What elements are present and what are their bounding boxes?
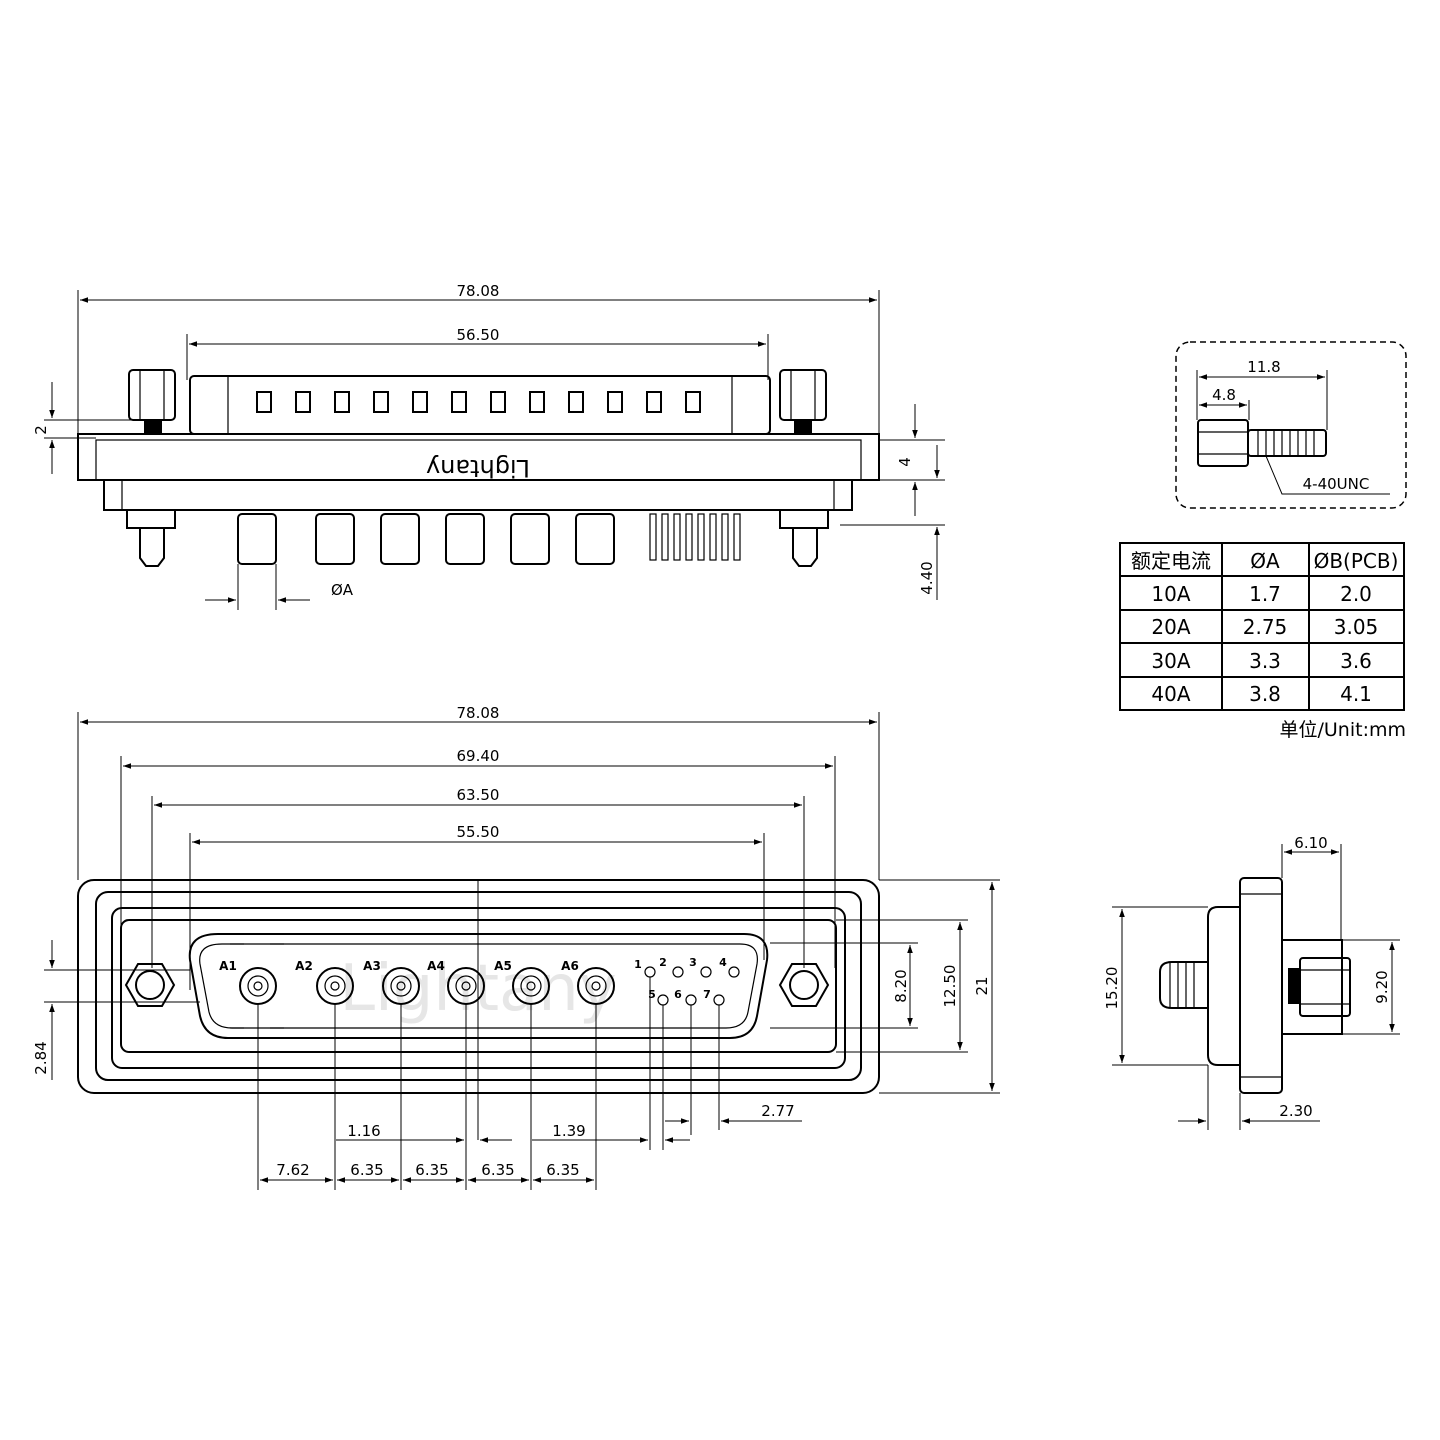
front-overall-width: 78.08 (457, 704, 500, 722)
dim-6-35-b: 6.35 (415, 1161, 448, 1179)
side-screw-height: 9.20 (1373, 970, 1391, 1003)
center-offset: 2.84 (32, 1041, 50, 1074)
pin-label-a4: A4 (427, 959, 445, 973)
spec-header-pcb-diameter: ØB(PCB) (1314, 549, 1399, 573)
pin-label-a5: A5 (494, 959, 512, 973)
front-d-shell-width: 55.50 (457, 823, 500, 841)
spec-cell: 1.7 (1249, 582, 1281, 606)
top-power-pins (237, 513, 615, 565)
side-flange (1239, 877, 1283, 1094)
dim-1-39: 1.39 (552, 1122, 585, 1140)
flange-offset: 2 (32, 425, 50, 435)
screw-thread-label: 4-40UNC (1303, 475, 1370, 493)
top-view: 78.08 56.50 (32, 282, 945, 610)
spec-cell: 20A (1151, 615, 1190, 639)
left-mount-hole (124, 963, 176, 1007)
spec-cell: 3.05 (1334, 615, 1379, 639)
front-overall-height: 21 (973, 976, 991, 995)
dim-7-62: 7.62 (276, 1161, 309, 1179)
screw-detail-frame (1175, 341, 1407, 509)
flange-thickness: 4 (896, 457, 914, 467)
top-shell-slots (256, 391, 701, 413)
pin-row-height: 8.20 (892, 969, 910, 1002)
pin-label-7: 7 (703, 988, 711, 1001)
power-pin-labels: A1 A2 A3 A4 A5 A6 (219, 959, 579, 973)
dim-6-35-a: 6.35 (350, 1161, 383, 1179)
spec-table: 额定电流 ØA ØB(PCB) 10A 1.7 2.0 20A 2.75 3.0… (1119, 542, 1407, 741)
pin-label-1: 1 (634, 958, 642, 971)
right-jackscrew-top (779, 369, 827, 434)
spec-cell: 10A (1151, 582, 1190, 606)
pin-label-3: 3 (689, 956, 697, 969)
front-shell-outer-width: 69.40 (457, 747, 500, 765)
spec-cell: 3.3 (1249, 649, 1281, 673)
pin-label-a3: A3 (363, 959, 381, 973)
side-height: 15.20 (1103, 967, 1121, 1010)
spec-cell: 2.75 (1243, 615, 1288, 639)
signal-pin-labels: 1 2 3 4 5 6 7 (634, 956, 727, 1001)
top-shell-width: 56.50 (457, 326, 500, 344)
pin-label-4: 4 (719, 956, 727, 969)
top-signal-pins (649, 513, 741, 561)
spec-cell: 3.6 (1340, 649, 1372, 673)
front-view: Lightany 78.08 69.40 63.50 55.50 (32, 704, 1000, 1190)
screw-detail: 11.8 4.8 4-40UNC (1175, 341, 1407, 509)
pin-label-a6: A6 (561, 959, 579, 973)
top-overall-width: 78.08 (457, 282, 500, 300)
top-shell (189, 375, 771, 435)
top-brand-mark: Lightany (426, 454, 530, 482)
spec-cell: 3.8 (1249, 682, 1281, 706)
pin-label-2: 2 (659, 956, 667, 969)
spec-header-pin-diameter: ØA (1250, 549, 1280, 573)
pin-label-a2: A2 (295, 959, 313, 973)
spec-cell: 40A (1151, 682, 1190, 706)
front-mount-hole-pitch: 63.50 (457, 786, 500, 804)
pin-length: 4.40 (918, 561, 936, 594)
side-view: 6.10 15.20 9.20 (1103, 834, 1400, 1130)
right-mount-hole (778, 963, 830, 1007)
d-shell-height: 12.50 (941, 965, 959, 1008)
side-top-dim: 6.10 (1294, 834, 1327, 852)
screw-total-length: 11.8 (1247, 358, 1280, 376)
dim-2-77: 2.77 (761, 1102, 794, 1120)
dim-6-35-c: 6.35 (481, 1161, 514, 1179)
pin-diameter-label: ØA (331, 581, 354, 599)
pin-label-a1: A1 (219, 959, 237, 973)
spec-header-current: 额定电流 (1131, 549, 1211, 573)
dim-1-16: 1.16 (347, 1122, 380, 1140)
spec-cell: 30A (1151, 649, 1190, 673)
spec-cell: 2.0 (1340, 582, 1372, 606)
dim-6-35-d: 6.35 (546, 1161, 579, 1179)
pin-label-6: 6 (674, 988, 682, 1001)
screw-hex-length: 4.8 (1212, 386, 1236, 404)
signal-pins (644, 966, 740, 1006)
left-jackscrew-top (128, 369, 176, 434)
side-flange-dim: 2.30 (1279, 1102, 1312, 1120)
unit-note: 单位/Unit:mm (1280, 719, 1407, 741)
pin-label-5: 5 (648, 988, 656, 1001)
spec-cell: 4.1 (1340, 682, 1372, 706)
front-d-shell (188, 933, 769, 1039)
